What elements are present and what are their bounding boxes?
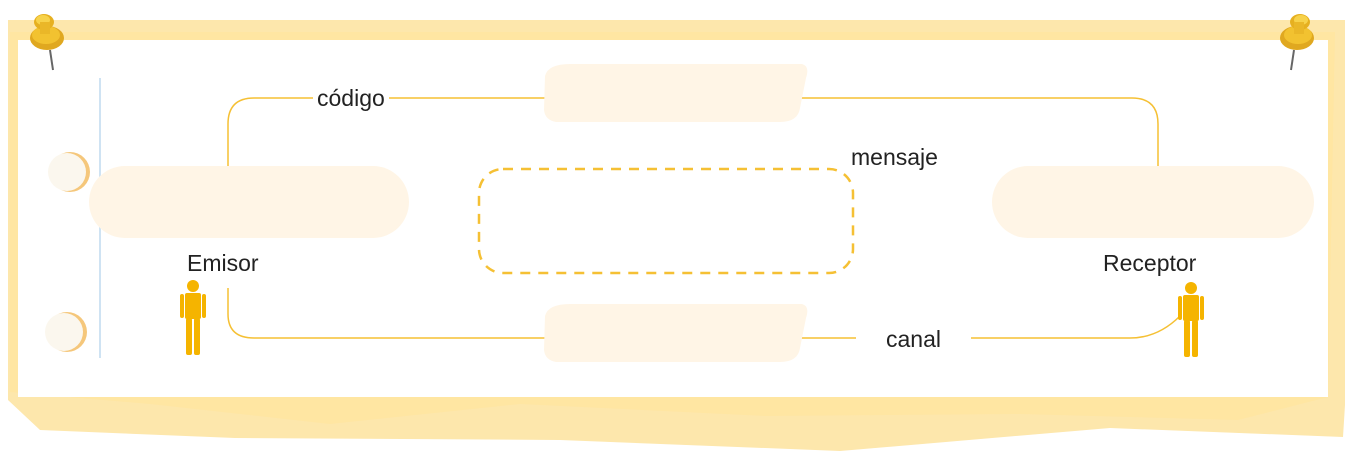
codigo-box	[544, 64, 807, 122]
canal-label: canal	[856, 328, 971, 351]
receptor-label: Receptor	[1103, 252, 1196, 275]
mensaje-box	[479, 169, 853, 273]
ring-hole-icon	[45, 312, 87, 352]
emisor-box	[89, 166, 409, 238]
codigo-label: código	[313, 87, 389, 110]
receptor-box	[992, 166, 1314, 238]
mensaje-label: mensaje	[851, 146, 938, 169]
emisor-label: Emisor	[187, 252, 259, 275]
ring-hole-icon	[48, 152, 90, 192]
canal-box	[544, 304, 807, 362]
